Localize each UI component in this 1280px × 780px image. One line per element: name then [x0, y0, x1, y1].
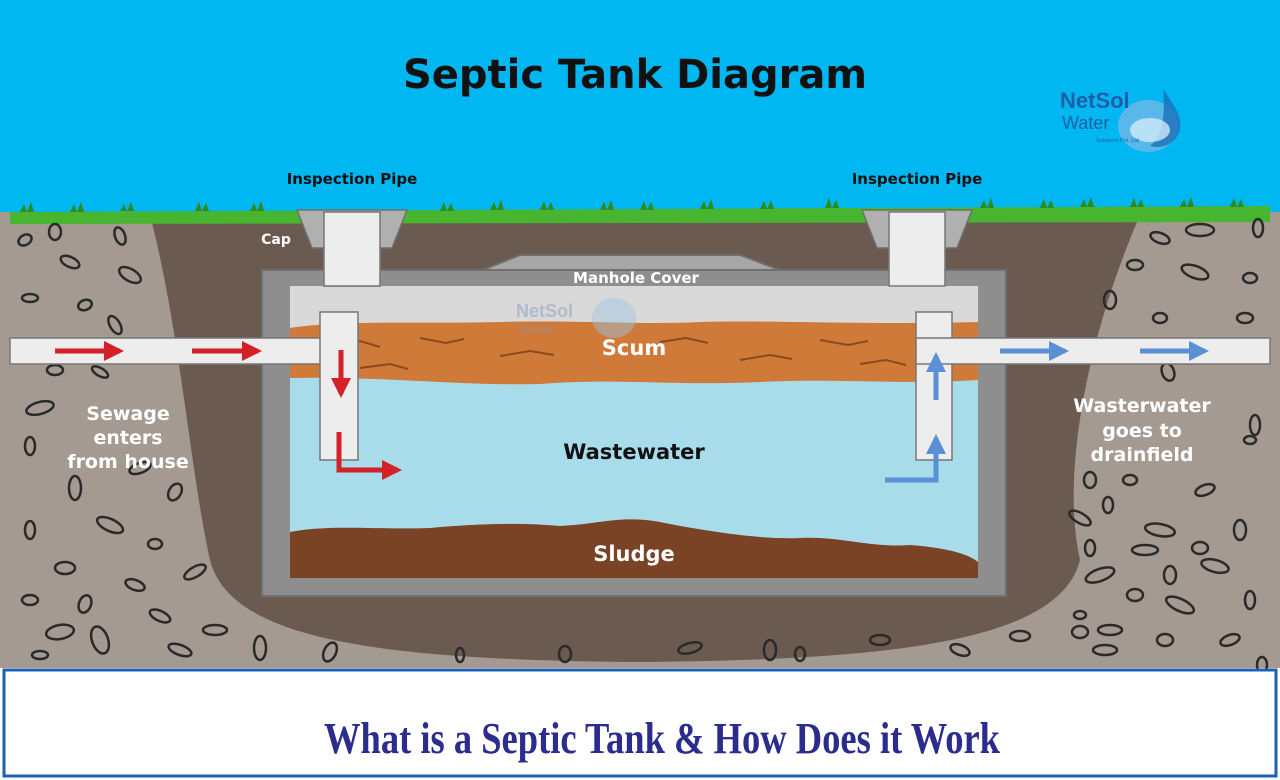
- label-sludge: Sludge: [593, 542, 675, 566]
- brand-name-line2: Water: [1062, 113, 1109, 133]
- footer-caption: What is a Septic Tank & How Does it Work: [324, 714, 1000, 763]
- label-sewage-line3: from house: [67, 451, 188, 473]
- scum-texture: [329, 336, 907, 370]
- brand-logo: NetSol Water Solutions Pvt. Ltd: [1060, 88, 1181, 152]
- label-sewage-line2: enters: [93, 427, 162, 449]
- watermark-line1: NetSol: [516, 301, 573, 321]
- pebbles: [17, 217, 1269, 675]
- outlet-pipe: [915, 337, 1271, 365]
- inspection-pipe-right-body: [888, 211, 946, 287]
- brand-name-line1: NetSol: [1060, 88, 1130, 113]
- sludge-layer: [290, 519, 978, 578]
- label-inspection-pipe-left: Inspection Pipe: [287, 170, 418, 188]
- label-inspection-pipe-right: Inspection Pipe: [852, 170, 983, 188]
- sky: [0, 0, 1280, 215]
- label-sewage-line1: Sewage: [86, 403, 169, 425]
- watermark-line2: Water: [518, 321, 555, 337]
- footer-panel: [2, 668, 1278, 778]
- grass-tufts: [20, 197, 1244, 212]
- water-drop-icon: [1150, 88, 1181, 148]
- brand-drop-highlight: [1130, 118, 1170, 142]
- label-cap: Cap: [261, 232, 291, 248]
- label-outflow-line2: goes to: [1102, 420, 1182, 442]
- label-outflow-line3: drainfield: [1091, 444, 1194, 466]
- inspection-pipe-left-top: [323, 211, 381, 287]
- diagram-title: Septic Tank Diagram: [403, 52, 867, 98]
- inflow-arrows: [55, 341, 402, 480]
- label-wastewater: Wastewater: [563, 440, 705, 464]
- label-manhole-cover: Manhole Cover: [573, 269, 700, 287]
- outflow-arrows: [885, 341, 1209, 483]
- brand-tagline: Solutions Pvt. Ltd: [1096, 138, 1139, 144]
- scum-layer: [290, 321, 978, 385]
- label-outflow-line1: Wasterwater: [1073, 395, 1211, 417]
- label-scum: Scum: [602, 336, 666, 360]
- watermark-drop-icon: [592, 298, 636, 338]
- watermark: NetSol Water: [516, 298, 636, 338]
